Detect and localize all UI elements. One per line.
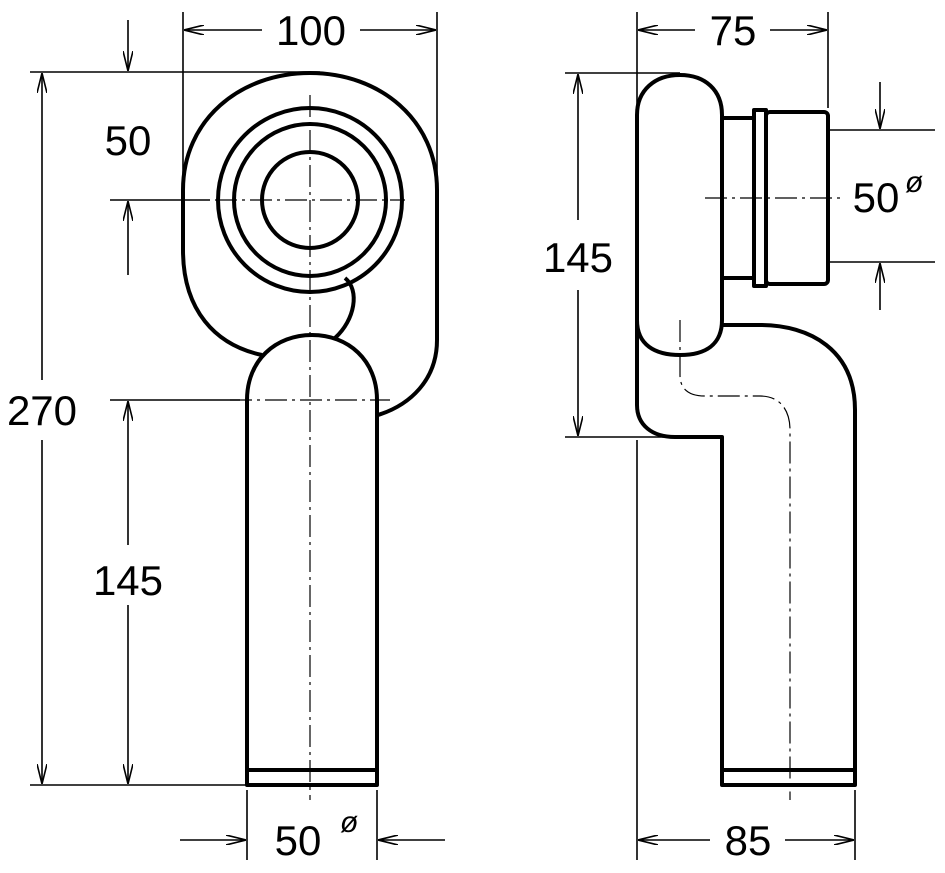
dim-outlet-height: 145: [93, 557, 163, 604]
dim-side-depth-top: 75: [710, 7, 757, 54]
side-body-outline: [635, 73, 724, 357]
diameter-symbol: ø: [340, 806, 358, 839]
front-view: 100 50 270 145 50 ø: [7, 7, 445, 864]
dim-side-depth-bottom: 85: [725, 817, 772, 864]
dim-total-height: 270: [7, 387, 77, 434]
dim-side-inlet-height: 145: [543, 234, 613, 281]
dim-outlet-diameter: 50: [275, 817, 322, 864]
dim-inlet-offset: 50: [105, 117, 152, 164]
diameter-symbol: ø: [905, 166, 923, 199]
dim-inlet-diameter: 50: [853, 174, 900, 221]
side-pipe-outline: [635, 320, 857, 787]
side-view: 75 145 50 ø 85: [543, 7, 935, 864]
side-pipe-centerline: [679, 320, 791, 800]
front-body-outline: [181, 71, 439, 417]
outlet-pipe: [245, 333, 379, 787]
dim-front-width: 100: [276, 7, 346, 54]
